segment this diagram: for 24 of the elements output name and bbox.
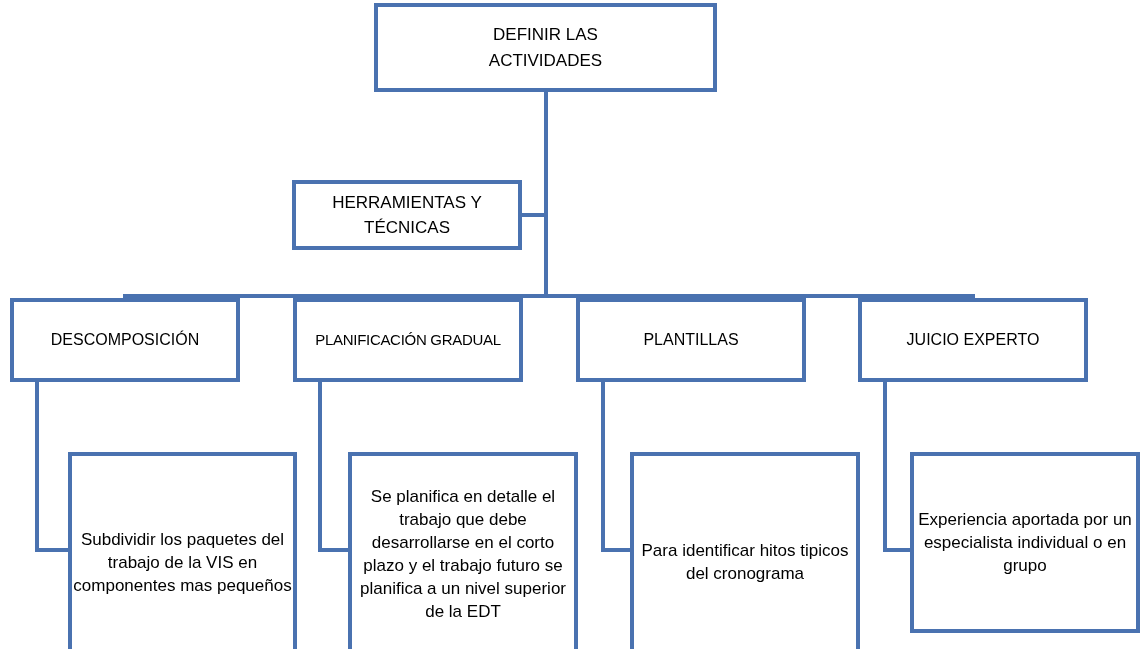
text-box bbox=[10, 298, 240, 382]
connector-line bbox=[883, 382, 910, 552]
box-label: Subdividir los paquetes del trabajo de la VIS en componentes mas pequeños bbox=[72, 528, 293, 597]
box-label: PLANTILLAS bbox=[643, 330, 739, 350]
connector-line bbox=[601, 382, 630, 552]
text-box bbox=[348, 452, 578, 649]
connector-line bbox=[318, 382, 348, 552]
box-label: DESCOMPOSICIÓN bbox=[50, 329, 200, 350]
text-box bbox=[374, 3, 717, 92]
text-box bbox=[576, 298, 806, 382]
box-label: PLANIFICACIÓN GRADUAL bbox=[315, 329, 501, 350]
text-box bbox=[293, 298, 523, 382]
box-label: JUICIO EXPERTO bbox=[906, 330, 1040, 350]
text-box bbox=[68, 452, 297, 649]
text-box bbox=[292, 180, 522, 250]
box-label: Se planifica en detalle el trabajo que debe desarrollarse en el corto plazo y el trabajo futuro se planifica a un nivel superior de la EDT bbox=[359, 486, 567, 623]
text-box bbox=[630, 452, 860, 649]
text-box bbox=[910, 452, 1140, 633]
box-label: Para identificar hitos tipicos del cronograma bbox=[640, 540, 850, 585]
text-box bbox=[858, 298, 1088, 382]
box-label: Experiencia aportada por un especialista individual o en grupo bbox=[917, 509, 1133, 577]
box-label: DEFINIR LAS ACTIVIDADES bbox=[487, 24, 604, 72]
box-label: HERRAMIENTAS Y TÉCNICAS bbox=[331, 191, 483, 239]
connector-line bbox=[35, 382, 68, 552]
